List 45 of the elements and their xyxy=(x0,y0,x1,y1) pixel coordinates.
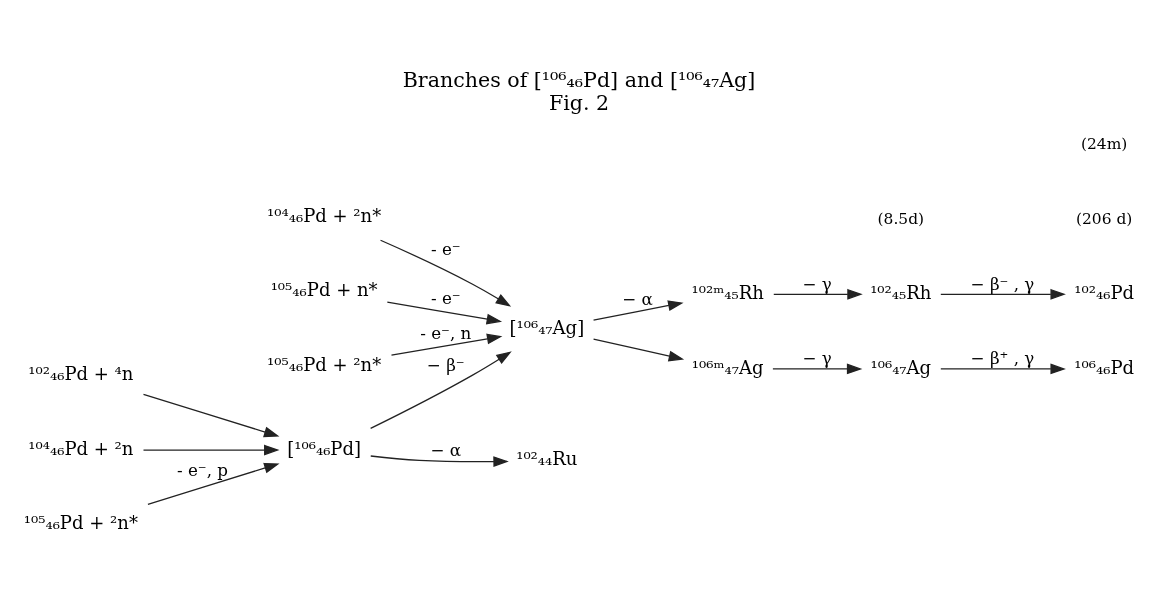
edge-label: − α xyxy=(430,439,462,460)
edge-label: − γ xyxy=(802,348,832,369)
node-text: ¹⁰⁵₄₆Pd + ²n* xyxy=(267,354,382,376)
arrow xyxy=(592,300,684,321)
caption: Fig. 2 xyxy=(548,90,610,115)
diagram-title: Branches of [¹⁰⁶₄₆Pd] and [¹⁰⁶₄₇Ag] xyxy=(402,67,756,92)
node-text: ¹⁰⁶ᵐ₄₇Ag xyxy=(691,356,764,378)
label: (206 d) xyxy=(1076,209,1133,228)
arrow xyxy=(940,288,1066,300)
node-text: ¹⁰²₄₄Ru xyxy=(516,448,578,470)
edge-label: - e⁻, p xyxy=(176,460,228,481)
node-text: [¹⁰⁶₄₇Ag] xyxy=(509,316,585,338)
arrow xyxy=(370,455,509,467)
arrow xyxy=(142,393,280,438)
edge-label: - e⁻, n xyxy=(420,322,472,343)
arrow xyxy=(773,288,863,300)
node-text: ¹⁰⁵₄₆Pd + n* xyxy=(270,279,378,301)
label: (24m) xyxy=(1081,134,1128,153)
edge-label: − β⁻ xyxy=(426,354,465,375)
arrow xyxy=(386,301,503,325)
node-text: ¹⁰²₄₆Pd xyxy=(1074,282,1135,304)
node-text: ¹⁰⁶₄₇Ag xyxy=(870,356,932,378)
node-text: ¹⁰²₄₅Rh xyxy=(870,282,932,304)
edge-label: − γ xyxy=(802,273,832,294)
node-text: ¹⁰²ᵐ₄₅Rh xyxy=(691,282,764,304)
arrow xyxy=(940,363,1066,375)
arrow xyxy=(379,239,512,307)
node-text: [¹⁰⁶₄₆Pd] xyxy=(287,437,362,459)
node-text: ¹⁰⁴₄₆Pd + ²n* xyxy=(267,204,382,226)
node-text: ¹⁰²₄₆Pd + ⁴n xyxy=(28,363,134,385)
arrow xyxy=(370,351,512,429)
node-text: ¹⁰⁴₄₆Pd + ²n xyxy=(28,437,134,459)
arrow xyxy=(147,462,280,505)
arrow xyxy=(592,338,685,362)
edge-label: - e⁻ xyxy=(430,238,461,259)
label: (8.5d) xyxy=(877,209,925,228)
arrow xyxy=(390,333,503,356)
node-text: ¹⁰⁶₄₆Pd xyxy=(1074,356,1135,378)
edge-label: − β⁻ , γ xyxy=(970,273,1035,294)
edge-label: - e⁻ xyxy=(430,287,461,308)
edge-label: − β⁺ , γ xyxy=(970,348,1035,369)
node-text: ¹⁰⁵₄₆Pd + ²n* xyxy=(23,512,138,534)
arrow xyxy=(142,444,280,456)
arrow xyxy=(772,363,863,375)
edge-label: − α xyxy=(622,289,653,310)
